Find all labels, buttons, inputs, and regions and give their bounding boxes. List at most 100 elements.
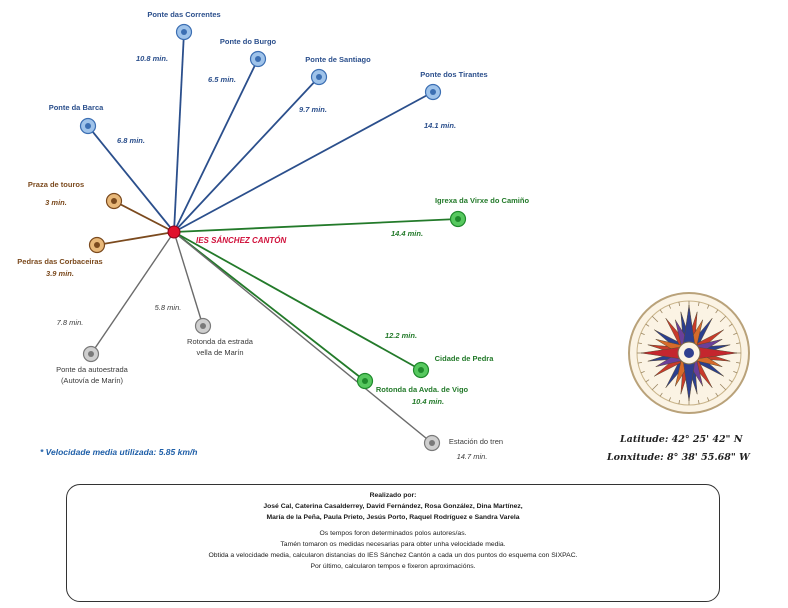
connection-line-ponte-de-santiago: [173, 76, 320, 233]
compass-tick: [715, 309, 719, 314]
destination-name-ponte-do-burgo: Ponte do Burgo: [220, 37, 277, 46]
destination-time-cidade-de-pedra: 12.2 min.: [385, 331, 417, 340]
destination-time-ponte-autoestrada: 7.8 min.: [57, 318, 84, 327]
destination-name-ponte-da-barca: Ponte da Barca: [49, 103, 104, 112]
connection-line-ponte-autoestrada: [90, 231, 175, 355]
connection-lines: [87, 31, 459, 444]
connection-line-rotonda-avda-vigo: [173, 231, 366, 382]
speed-note: * Velocidade media utilizada: 5.85 km/h: [40, 447, 197, 457]
destination-name-ponte-autoestrada: (Autovía de Marín): [61, 376, 124, 385]
destination-time-rotonda-estrada-marin: 5.8 min.: [155, 303, 182, 312]
compass-tick: [668, 397, 672, 402]
compass-tick: [706, 397, 710, 402]
node-center-rotonda-estrada-marin: [200, 323, 206, 329]
destination-name-estacion-do-tren: Estación do tren: [449, 437, 503, 446]
connection-line-praza-de-touros: [113, 200, 175, 233]
node-center-ponte-de-santiago: [316, 74, 322, 80]
compass-tick: [651, 383, 659, 391]
credits-note-4: Por último, calcularon tempos e fixeron …: [310, 563, 476, 571]
credits-note-1: Os tempos foron determinados polos autor…: [319, 529, 467, 537]
destination-name-igrexa-da-virxe-do-camiño: Igrexa da Virxe do Camiño: [435, 196, 529, 205]
node-center-ponte-dos-tirantes: [430, 89, 436, 95]
node-center-rotonda-avda-vigo: [362, 378, 368, 384]
node-center-ponte-do-burgo: [255, 56, 261, 62]
connection-line-ponte-da-barca: [87, 125, 175, 233]
compass-tick: [659, 392, 663, 397]
destination-name-ponte-autoestrada: Ponte da autoestrada: [56, 365, 129, 374]
node-center-cidade-de-pedra: [418, 367, 424, 373]
destination-name-ponte-de-santiago: Ponte de Santiago: [305, 55, 371, 64]
credits-authors-line-2: María de la Peña, Paula Prieto, Jesús Po…: [266, 514, 520, 522]
destination-time-ponte-dos-tirantes: 14.1 min.: [424, 121, 456, 130]
node-center-ponte-autoestrada: [88, 351, 94, 357]
compass-tick: [733, 370, 738, 374]
compass-tick: [719, 315, 727, 323]
connection-line-pedras-das-corbaceiras: [96, 231, 175, 246]
destination-name-rotonda-avda-vigo: Rotonda da Avda. de Vigo: [376, 385, 469, 394]
compass-tick: [668, 304, 672, 309]
destination-nodes: [79, 23, 467, 452]
destination-time-estacion-do-tren: 14.7 min.: [457, 452, 488, 461]
credits-heading: Realizado por:: [369, 492, 417, 499]
compass-tick: [645, 379, 650, 383]
compass-tick: [640, 332, 645, 336]
compass-center: [684, 348, 694, 358]
destination-name-ponte-dos-tirantes: Ponte dos Tirantes: [420, 70, 487, 79]
latitude-text: Latitude: 42° 25' 42" N: [619, 434, 743, 445]
node-center-praza-de-touros: [111, 198, 117, 204]
destination-time-ponte-de-santiago: 9.7 min.: [299, 105, 327, 114]
compass-rose-icon: [628, 292, 750, 414]
compass-tick: [645, 323, 650, 327]
destination-time-ponte-do-burgo: 6.5 min.: [208, 75, 236, 84]
connection-line-rotonda-estrada-marin: [173, 231, 204, 327]
compass-tick: [637, 342, 643, 345]
compass-tick: [637, 361, 643, 364]
credits-note-3: Obtida a velocidade media, calcularon di…: [208, 552, 578, 560]
destination-name-rotonda-estrada-marin: vella de Marín: [196, 348, 243, 357]
node-center-igrexa-da-virxe-do-camiño: [455, 216, 461, 222]
hub-label: IES SÁNCHEZ CANTÓN: [196, 236, 286, 245]
connection-line-ponte-dos-tirantes: [173, 91, 434, 233]
compass-tick: [719, 383, 727, 391]
compass-tick: [728, 379, 733, 383]
destination-name-cidade-de-pedra: Cidade de Pedra: [435, 354, 495, 363]
compass-tick: [697, 301, 700, 307]
credits-authors-line-1: José Cal, Caterina Casalderrey, David Fe…: [263, 503, 523, 511]
hub-marker[interactable]: [167, 225, 181, 239]
compass-tick: [651, 315, 659, 323]
destination-time-pedras-das-corbaceiras: 3.9 min.: [46, 269, 74, 278]
destination-time-igrexa-da-virxe-do-camiño: 14.4 min.: [391, 229, 423, 238]
compass-tick: [659, 309, 663, 314]
compass-tick: [706, 304, 710, 309]
node-center-estacion-do-tren: [429, 440, 435, 446]
node-center-pedras-das-corbaceiras: [94, 242, 100, 248]
credits-note-2: Tamén tomaron os medidas necesarias para…: [280, 540, 506, 548]
connection-line-igrexa-da-virxe-do-camiño: [173, 218, 459, 233]
destination-name-ponte-das-correntes: Ponte das Correntes: [147, 10, 220, 19]
compass-tick: [640, 370, 645, 374]
compass-tick: [733, 332, 738, 336]
destination-time-ponte-das-correntes: 10.8 min.: [136, 54, 168, 63]
destination-name-praza-de-touros: Praza de touros: [28, 180, 84, 189]
longitude-text: Lonxitude: 8° 38' 55.68" W: [606, 452, 751, 463]
connection-line-ponte-das-correntes: [173, 31, 185, 233]
compass-tick: [715, 392, 719, 397]
destination-time-rotonda-avda-vigo: 10.4 min.: [412, 397, 444, 406]
destination-time-praza-de-touros: 3 min.: [45, 198, 67, 207]
node-center-ponte-das-correntes: [181, 29, 187, 35]
compass-tick: [735, 342, 741, 345]
destination-name-rotonda-estrada-marin: Rotonda da estrada: [187, 337, 254, 346]
compass-tick: [728, 323, 733, 327]
compass-tick: [678, 301, 681, 307]
compass-tick: [735, 361, 741, 364]
destination-name-pedras-das-corbaceiras: Pedras das Corbaceiras: [17, 257, 102, 266]
node-center-ponte-da-barca: [85, 123, 91, 129]
destination-labels: Ponte das Correntes 10.8 min. Ponte do Bur…: [17, 10, 529, 461]
compass-tick: [697, 399, 700, 405]
destination-time-ponte-da-barca: 6.8 min.: [117, 136, 145, 145]
connection-line-cidade-de-pedra: [173, 231, 422, 371]
connection-line-estacion-do-tren: [173, 231, 433, 444]
connection-line-ponte-do-burgo: [173, 58, 259, 233]
compass-tick: [678, 399, 681, 405]
